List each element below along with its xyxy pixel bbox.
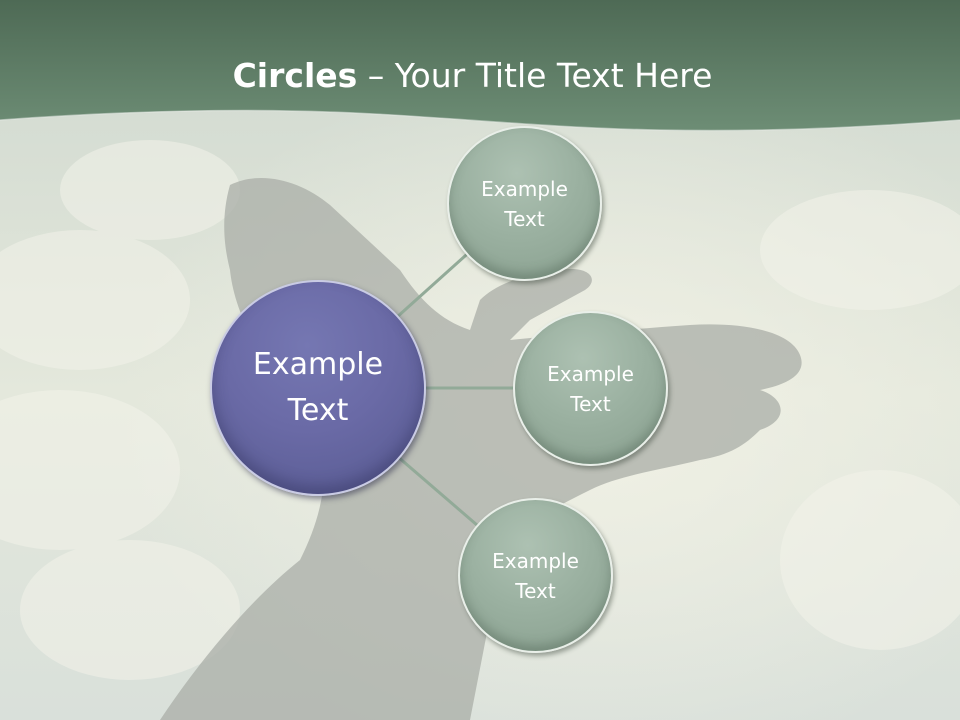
- header-band: [0, 0, 960, 131]
- slide-title: Circles – Your Title Text Here: [0, 54, 945, 98]
- node-circle-middle[interactable]: Example Text: [513, 311, 668, 466]
- center-circle-label: Example Text: [252, 347, 384, 428]
- node-circle-label: Example Text: [481, 176, 568, 231]
- cloud-texture: [0, 140, 960, 680]
- title-bold: Circles: [232, 56, 358, 95]
- node-circle-bottom[interactable]: Example Text: [458, 498, 613, 653]
- node-circle-label: Example Text: [492, 548, 579, 603]
- node-circle-label: Example Text: [547, 361, 634, 416]
- node-circle-top[interactable]: Example Text: [447, 126, 602, 281]
- center-circle[interactable]: Example Text: [210, 280, 426, 496]
- title-rest: – Your Title Text Here: [357, 56, 713, 95]
